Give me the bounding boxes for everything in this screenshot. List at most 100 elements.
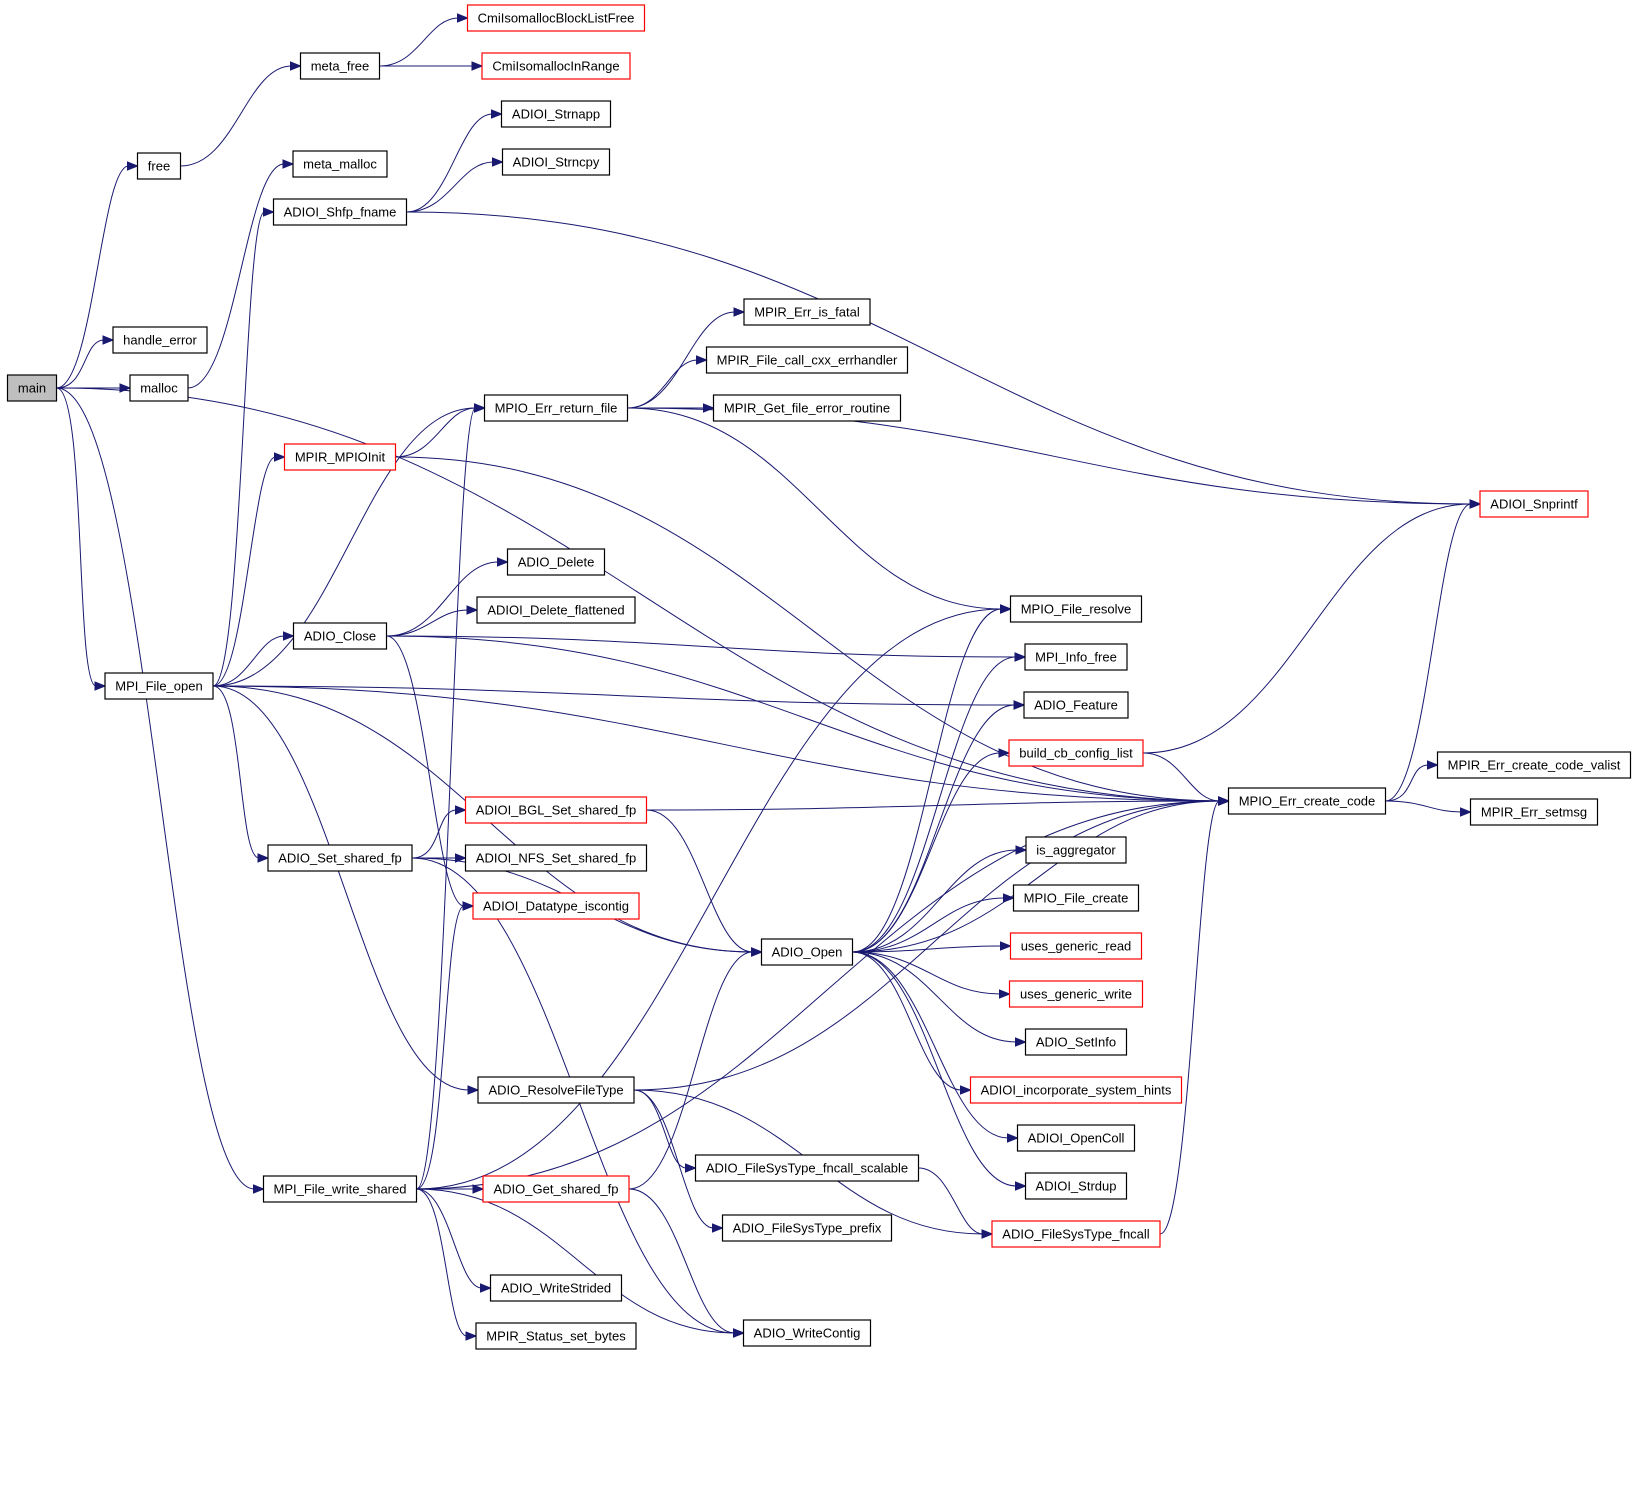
node-adioi-strdup[interactable]: ADIOI_Strdup bbox=[1024, 1172, 1128, 1200]
edge-adio-open-to-mpio-err-create-code bbox=[852, 796, 1230, 953]
node-label: MPIR_Status_set_bytes bbox=[486, 1329, 626, 1344]
node-meta-free[interactable]: meta_free bbox=[299, 52, 381, 80]
node-mpir-err-create-code-valist[interactable]: MPIR_Err_create_code_valist bbox=[1436, 751, 1632, 779]
node-is-aggregator[interactable]: is_aggregator bbox=[1025, 836, 1127, 864]
node-adioi-incorporate-system-hints[interactable]: ADIOI_incorporate_system_hints bbox=[969, 1076, 1183, 1104]
node-mpio-err-create-code[interactable]: MPIO_Err_create_code bbox=[1227, 787, 1387, 815]
arrowhead bbox=[1460, 807, 1472, 817]
arrowhead bbox=[1469, 499, 1482, 509]
node-adio-set-shared-fp[interactable]: ADIO_Set_shared_fp bbox=[267, 844, 413, 872]
arrowhead bbox=[466, 605, 479, 615]
node-mpi-info-free[interactable]: MPI_Info_free bbox=[1024, 643, 1128, 671]
edge-adio-open-to-adioi-strdup bbox=[852, 951, 1027, 1191]
edge-adio-close-to-adioi-delete-flattened bbox=[386, 605, 479, 637]
arrowhead bbox=[981, 1229, 994, 1239]
edge-adio-filesystype-fncall-to-mpio-err-create-code bbox=[1159, 796, 1230, 1235]
node-adioi-shfp-fname[interactable]: ADIOI_Shfp_fname bbox=[272, 198, 408, 226]
edge-mpi-file-open-to-mpir-mpioinit bbox=[212, 452, 286, 687]
node-adioi-datatype-iscontig[interactable]: ADIOI_Datatype_iscontig bbox=[472, 892, 640, 920]
node-mpio-file-resolve[interactable]: MPIO_File_resolve bbox=[1009, 595, 1143, 623]
node-adio-setinfo[interactable]: ADIO_SetInfo bbox=[1024, 1028, 1128, 1056]
node-mpio-err-return-file[interactable]: MPIO_Err_return_file bbox=[483, 394, 629, 422]
node-malloc[interactable]: malloc bbox=[129, 374, 189, 402]
node-uses-generic-write[interactable]: uses_generic_write bbox=[1008, 980, 1144, 1008]
node-adio-writecontig[interactable]: ADIO_WriteContig bbox=[742, 1319, 872, 1347]
node-adio-filesystype-prefix[interactable]: ADIO_FileSysType_prefix bbox=[721, 1214, 893, 1242]
arrowhead bbox=[751, 947, 763, 957]
edge-line bbox=[395, 456, 1220, 802]
edge-line bbox=[627, 359, 698, 409]
node-handle-error[interactable]: handle_error bbox=[112, 326, 208, 354]
arrowhead bbox=[127, 161, 139, 171]
arrowhead bbox=[1013, 700, 1026, 710]
edge-adioi-shfp-fname-to-adioi-snprintf bbox=[406, 211, 1482, 509]
node-adio-resolvefiletype[interactable]: ADIO_ResolveFileType bbox=[477, 1076, 635, 1104]
node-free[interactable]: free bbox=[136, 152, 182, 180]
edge-line bbox=[1385, 503, 1472, 802]
node-label: ADIOI_Delete_flattened bbox=[487, 603, 624, 618]
node-label: ADIOI_Datatype_iscontig bbox=[483, 899, 629, 914]
edge-mpir-mpioinit-to-mpio-err-return-file bbox=[395, 403, 486, 458]
node-adio-filesystype-fncall-scalable[interactable]: ADIO_FileSysType_fncall_scalable bbox=[694, 1154, 920, 1182]
node-build-cb-config-list[interactable]: build_cb_config_list bbox=[1008, 739, 1144, 767]
node-adio-filesystype-fncall[interactable]: ADIO_FileSysType_fncall bbox=[991, 1220, 1161, 1248]
node-label: uses_generic_read bbox=[1021, 939, 1132, 954]
edge-line bbox=[386, 635, 465, 907]
node-uses-generic-read[interactable]: uses_generic_read bbox=[1009, 932, 1143, 960]
edge-adio-resolvefiletype-to-adio-filesystype-prefix bbox=[633, 1089, 724, 1233]
node-box bbox=[292, 622, 388, 650]
edge-adio-open-to-mpio-file-create bbox=[852, 893, 1015, 953]
node-adio-feature[interactable]: ADIO_Feature bbox=[1023, 691, 1129, 719]
node-adio-close[interactable]: ADIO_Close bbox=[292, 622, 388, 650]
node-label: CmiIsomallocBlockListFree bbox=[478, 11, 635, 26]
node-adio-writestrided[interactable]: ADIO_WriteStrided bbox=[489, 1274, 623, 1302]
node-adio-delete[interactable]: ADIO_Delete bbox=[506, 548, 606, 576]
node-mpir-file-call-cxx-errhandler[interactable]: MPIR_File_call_cxx_errhandler bbox=[705, 346, 909, 374]
node-box bbox=[267, 844, 413, 872]
edge-adio-close-to-adio-delete bbox=[386, 557, 509, 637]
node-mpir-status-set-bytes[interactable]: MPIR_Status_set_bytes bbox=[475, 1322, 637, 1350]
node-label: malloc bbox=[140, 381, 178, 396]
node-mpir-get-file-error-routine[interactable]: MPIR_Get_file_error_routine bbox=[712, 394, 902, 422]
node-adioi-strncpy[interactable]: ADIOI_Strncpy bbox=[501, 148, 611, 176]
arrowhead bbox=[497, 557, 509, 567]
edge-meta-free-to-cmiisomallocinrange bbox=[379, 61, 484, 71]
node-box bbox=[464, 844, 648, 872]
edge-line bbox=[852, 800, 1220, 953]
node-adioi-delete-flattened[interactable]: ADIOI_Delete_flattened bbox=[476, 596, 636, 624]
node-mpir-err-setmsg[interactable]: MPIR_Err_setmsg bbox=[1469, 798, 1599, 826]
arrowhead bbox=[102, 335, 115, 345]
edge-meta-free-to-cmiisomallocblocklistfree bbox=[379, 13, 469, 67]
node-adioi-bgl-set-shared-fp[interactable]: ADIOI_BGL_Set_shared_fp bbox=[464, 796, 648, 824]
edge-line bbox=[386, 635, 1220, 802]
edge-line bbox=[627, 407, 1002, 610]
edge-line bbox=[852, 951, 1001, 995]
node-adio-get-shared-fp[interactable]: ADIO_Get_shared_fp bbox=[482, 1175, 630, 1203]
arrowhead bbox=[1015, 1181, 1027, 1191]
node-label: ADIOI_Shfp_fname bbox=[284, 205, 397, 220]
node-mpir-mpioinit[interactable]: MPIR_MPIOInit bbox=[283, 443, 397, 471]
node-adioi-opencoll[interactable]: ADIOI_OpenColl bbox=[1016, 1124, 1136, 1152]
node-main[interactable]: main bbox=[6, 374, 58, 402]
node-mpio-file-create[interactable]: MPIO_File_create bbox=[1012, 884, 1140, 912]
node-label: main bbox=[18, 381, 46, 396]
node-label: MPIO_Err_create_code bbox=[1239, 794, 1376, 809]
node-adioi-strnapp[interactable]: ADIOI_Strnapp bbox=[500, 100, 612, 128]
node-label: handle_error bbox=[123, 333, 197, 348]
node-cmiisomallocinrange[interactable]: CmiIsomallocInRange bbox=[481, 52, 631, 80]
node-box bbox=[112, 326, 208, 354]
node-adio-open[interactable]: ADIO_Open bbox=[760, 938, 854, 966]
node-adioi-nfs-set-shared-fp[interactable]: ADIOI_NFS_Set_shared_fp bbox=[464, 844, 648, 872]
node-box bbox=[1436, 751, 1632, 779]
node-label: ADIO_ResolveFileType bbox=[488, 1083, 623, 1098]
node-mpi-file-open[interactable]: MPI_File_open bbox=[104, 672, 214, 700]
node-mpir-err-is-fatal[interactable]: MPIR_Err_is_fatal bbox=[743, 298, 871, 326]
edge-line bbox=[852, 752, 1001, 953]
edge-mpio-err-return-file-to-mpio-file-resolve bbox=[627, 407, 1012, 614]
arrowhead bbox=[1015, 1037, 1027, 1047]
node-mpi-file-write-shared[interactable]: MPI_File_write_shared bbox=[262, 1175, 418, 1203]
node-adioi-snprintf[interactable]: ADIOI_Snprintf bbox=[1479, 490, 1589, 518]
node-label: ADIO_FileSysType_fncall bbox=[1002, 1227, 1150, 1242]
node-meta-malloc[interactable]: meta_malloc bbox=[292, 150, 388, 178]
node-cmiisomallocblocklistfree[interactable]: CmiIsomallocBlockListFree bbox=[466, 4, 646, 32]
